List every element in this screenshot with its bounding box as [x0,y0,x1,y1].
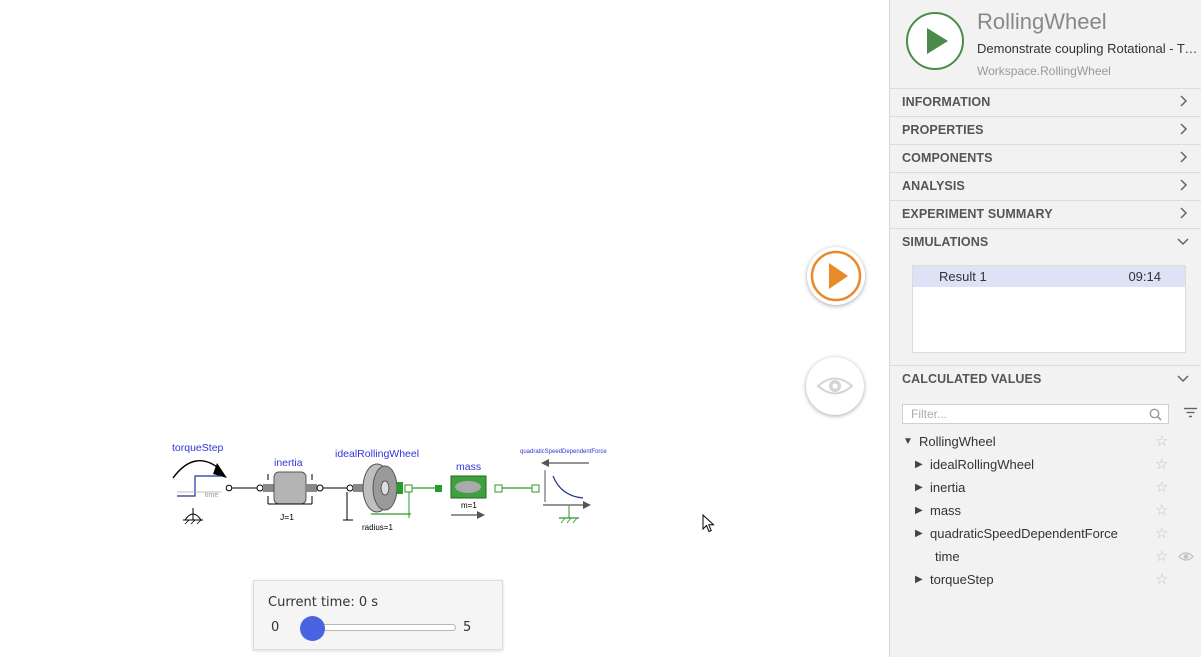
time-min-label: 0 [271,620,280,635]
tree-root-row[interactable]: ▼ RollingWheel ☆ [890,431,1201,453]
tree-item[interactable]: ▶ mass ☆ [890,500,1201,522]
filter-input[interactable] [903,405,1151,423]
tree-item[interactable]: ▶ quadraticSpeedDependentForce ☆ [890,523,1201,545]
section-title: INFORMATION [902,95,991,109]
time-slider-track[interactable] [303,624,456,631]
play-icon [810,250,862,302]
star-icon[interactable]: ☆ [1155,502,1169,519]
caret-right-icon[interactable]: ▶ [915,505,923,516]
inertia-param: J=1 [280,512,294,522]
section-calculated-values[interactable]: CALCULATED VALUES [890,365,1201,392]
time-control-panel: Current time: 0 s 0 5 [253,580,503,650]
time-slider-thumb[interactable] [300,616,325,641]
chevron-right-icon [1180,179,1188,191]
mouse-cursor-icon [702,514,715,533]
caret-right-icon[interactable]: ▶ [915,482,923,493]
tree-item-label: quadraticSpeedDependentForce [930,526,1118,541]
visibility-button[interactable] [806,357,864,415]
eye-icon [816,377,854,395]
section-title: SIMULATIONS [902,235,989,249]
time-max-label: 5 [463,620,472,635]
tree-item-label: inertia [930,480,966,495]
torque-step-label: torqueStep [172,442,224,454]
star-icon[interactable]: ☆ [1155,456,1169,473]
eye-icon[interactable] [1178,551,1194,562]
chevron-right-icon [1180,95,1188,107]
section-information[interactable]: INFORMATION [890,88,1201,115]
run-model-button[interactable] [906,12,964,70]
star-icon[interactable]: ☆ [1155,433,1169,450]
mass-param: m=1 [461,501,477,510]
model-side-panel: RollingWheel Demonstrate coupling Rotati… [889,0,1201,657]
tree-item-label: torqueStep [930,572,994,587]
tree-item-label: time [935,549,960,564]
section-title: COMPONENTS [902,151,993,165]
chevron-down-icon [1177,375,1189,383]
wheel-label: idealRollingWheel [335,448,419,460]
section-simulations[interactable]: SIMULATIONS [890,228,1201,255]
tree-item-label: mass [930,503,962,518]
section-properties[interactable]: PROPERTIES [890,116,1201,143]
chevron-right-icon [1180,151,1188,163]
play-icon [927,28,948,54]
wheel-param: radius=1 [362,523,393,532]
model-header: RollingWheel Demonstrate coupling Rotati… [890,0,1201,87]
simulation-result-row[interactable]: Result 1 09:14 [913,266,1185,287]
star-icon[interactable]: ☆ [1155,548,1169,565]
section-components[interactable]: COMPONENTS [890,144,1201,171]
section-title: PROPERTIES [902,123,984,137]
caret-right-icon[interactable]: ▶ [915,574,923,585]
simulate-button[interactable] [807,247,865,305]
simulations-list: Result 1 09:14 [912,265,1186,353]
model-path: Workspace.RollingWheel [977,64,1111,78]
mass-label: mass [456,461,481,473]
time-axis-label: time [205,492,218,499]
tree-root-label: RollingWheel [919,434,996,449]
tree-item[interactable]: ▶ inertia ☆ [890,477,1201,499]
filter-lines-icon[interactable] [1184,407,1197,419]
star-icon[interactable]: ☆ [1155,479,1169,496]
section-title: ANALYSIS [902,179,965,193]
chevron-down-icon [1177,238,1189,246]
caret-down-icon[interactable]: ▼ [903,436,913,447]
section-title: CALCULATED VALUES [902,372,1042,386]
search-icon[interactable] [1149,408,1162,421]
tree-item[interactable]: ▶ torqueStep ☆ [890,569,1201,591]
tree-item[interactable]: time ☆ [890,546,1201,568]
section-title: EXPERIMENT SUMMARY [902,207,1053,221]
inertia-label: inertia [274,457,303,469]
caret-right-icon[interactable]: ▶ [915,459,923,470]
model-description: Demonstrate coupling Rotational - Tra... [977,41,1199,56]
chevron-right-icon [1180,207,1188,219]
model-name: RollingWheel [977,9,1107,34]
model-diagram[interactable]: torqueStep time inertia J=1 idealRolling… [165,440,620,540]
simulation-result-name: Result 1 [939,269,987,284]
filter-field [902,404,1169,424]
tree-item[interactable]: ▶ idealRollingWheel ☆ [890,454,1201,476]
caret-right-icon[interactable]: ▶ [915,528,923,539]
star-icon[interactable]: ☆ [1155,525,1169,542]
force-label: quadraticSpeedDependentForce [520,449,607,455]
simulation-result-time: 09:14 [1128,269,1161,284]
tree-item-label: idealRollingWheel [930,457,1035,472]
chevron-right-icon [1180,123,1188,135]
current-time-label: Current time: 0 s [268,595,379,610]
model-canvas[interactable]: torqueStep time inertia J=1 idealRolling… [0,0,889,657]
star-icon[interactable]: ☆ [1155,571,1169,588]
section-analysis[interactable]: ANALYSIS [890,172,1201,199]
section-experiment-summary[interactable]: EXPERIMENT SUMMARY [890,200,1201,227]
